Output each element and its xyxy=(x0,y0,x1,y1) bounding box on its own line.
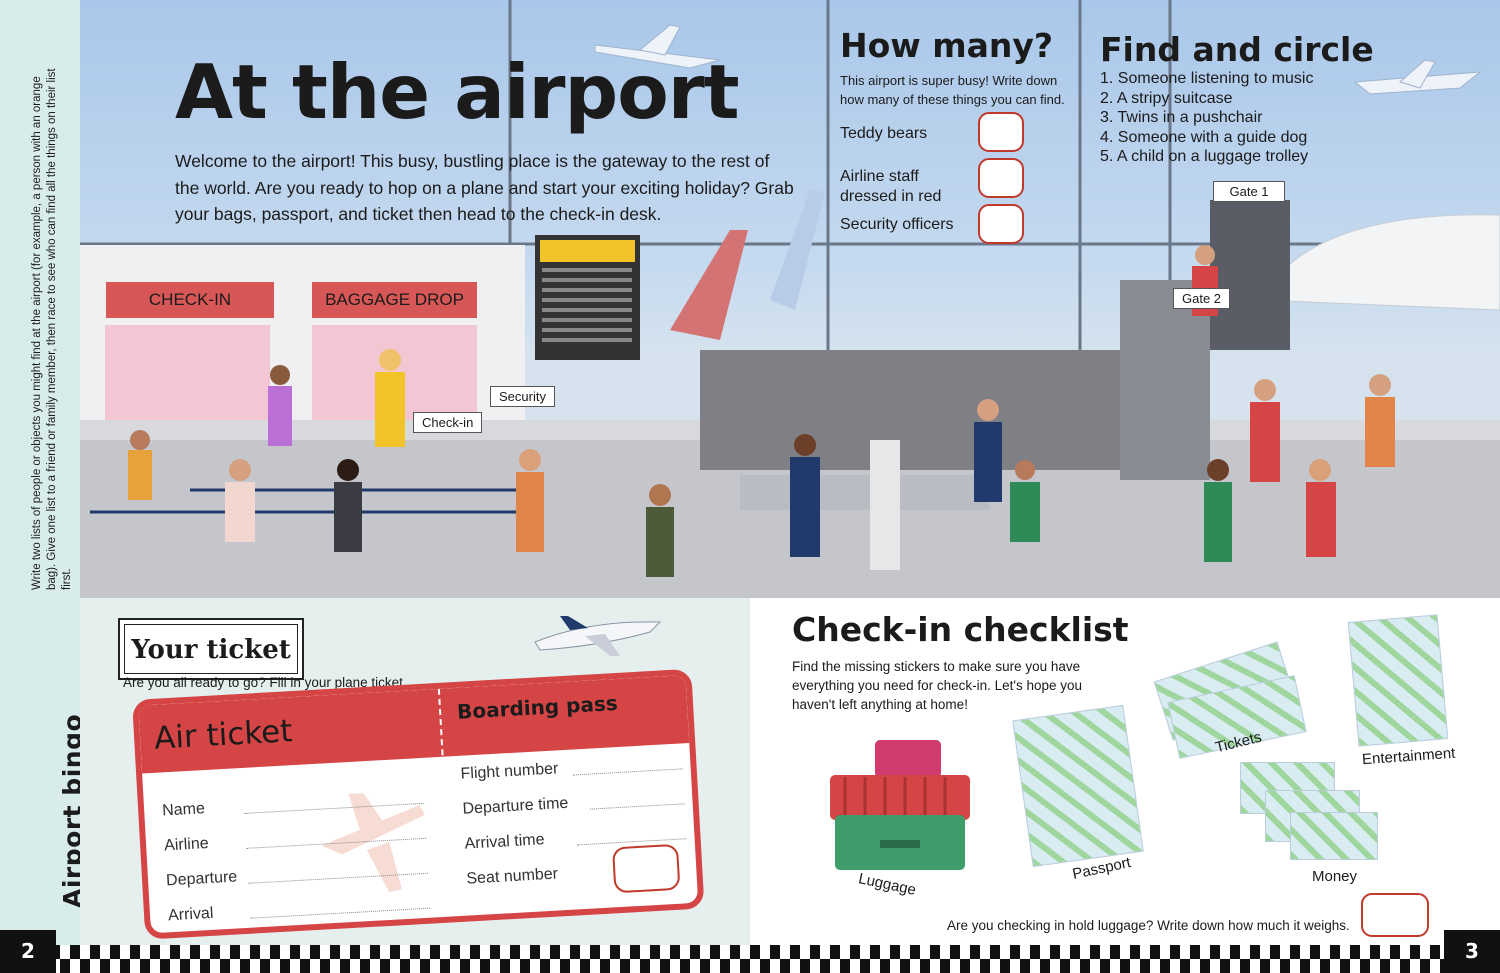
luggage-weight-question: Are you checking in hold luggage? Write … xyxy=(947,918,1350,933)
find-and-circle-title: Find and circle xyxy=(1100,30,1374,69)
list-item: 4. Someone with a guide dog xyxy=(1100,128,1308,146)
check-in-sign: CHECK-IN xyxy=(106,282,274,318)
scene-illustration xyxy=(80,0,1500,598)
page-number-right: 3 xyxy=(1444,930,1500,973)
how-many-intro: This airport is super busy! Write down h… xyxy=(840,73,1065,107)
page-number-left: 2 xyxy=(0,930,56,973)
your-ticket-stamp: Your ticket xyxy=(118,618,304,680)
find-and-circle-list: 1. Someone listening to music 2. A strip… xyxy=(1100,69,1313,167)
checklist-intro: Find the missing stickers to make sure y… xyxy=(792,659,1083,712)
flight-number-input[interactable] xyxy=(572,768,683,776)
passport-sticker[interactable] xyxy=(1012,704,1144,868)
ticket-intro: Are you all ready to go? Fill in your pl… xyxy=(123,675,407,690)
departure-time-label: Departure time xyxy=(462,794,569,818)
ticket-body: Air ticket Boarding pass Name Airline De… xyxy=(132,668,705,940)
gate-2-sign: Gate 2 xyxy=(1173,288,1231,309)
list-item: 2. A stripy suitcase xyxy=(1100,89,1233,107)
security-officers-answer-box[interactable] xyxy=(978,204,1024,244)
check-in-tag: Check-in xyxy=(413,412,483,433)
airliner-icon xyxy=(534,616,662,656)
luggage-icon xyxy=(830,740,970,870)
air-ticket: Air ticket Boarding pass Name Airline De… xyxy=(132,668,705,940)
money-label: Money xyxy=(1312,868,1358,885)
arrival-input[interactable] xyxy=(250,907,431,919)
list-item: 3. Twins in a pushchair xyxy=(1100,109,1263,127)
air-ticket-title: Air ticket xyxy=(153,713,294,757)
intro-text: Welcome to the airport! This busy, bustl… xyxy=(175,151,794,224)
seat-number-box[interactable] xyxy=(611,843,681,894)
seat-number-label: Seat number xyxy=(466,865,559,888)
departure-time-input[interactable] xyxy=(589,803,685,810)
checklist-title: Check-in checklist xyxy=(792,610,1129,649)
sidebar-instructions: Write two lists of people or objects you… xyxy=(31,68,73,590)
luggage-weight-box[interactable] xyxy=(1361,893,1429,937)
arrival-field-label: Arrival xyxy=(167,904,214,925)
your-ticket-title: Your ticket xyxy=(124,624,298,674)
airline-field-label: Airline xyxy=(163,834,210,855)
entertainment-label: Entertainment xyxy=(1361,744,1456,769)
money-sticker-3[interactable] xyxy=(1290,812,1378,860)
checkered-footer-top xyxy=(0,945,1500,959)
airline-staff-label: Airline staff dressed in red xyxy=(840,168,942,205)
baggage-drop-sign: BAGGAGE DROP xyxy=(312,282,477,318)
how-many-title: How many? xyxy=(840,26,1054,65)
sidebar xyxy=(0,0,80,945)
airline-staff-answer-box[interactable] xyxy=(978,158,1024,198)
flight-number-label: Flight number xyxy=(460,760,559,783)
people-crowd xyxy=(128,245,1395,577)
list-item: 5. A child on a luggage trolley xyxy=(1100,148,1309,166)
arrival-time-label: Arrival time xyxy=(464,831,545,853)
airport-scene: At the airport Welcome to the airport! T… xyxy=(80,0,1500,598)
security-officers-label: Security officers xyxy=(840,216,954,233)
security-tag: Security xyxy=(490,386,555,407)
list-item: 1. Someone listening to music xyxy=(1100,70,1314,87)
sky-plane-icon xyxy=(594,24,721,69)
teddy-bears-label: Teddy bears xyxy=(840,125,928,142)
name-field-label: Name xyxy=(161,800,206,820)
entertainment-sticker[interactable] xyxy=(1347,614,1449,747)
page-title: At the airport xyxy=(175,48,740,136)
departure-field-label: Departure xyxy=(165,868,238,890)
sky-plane-2-icon xyxy=(1353,59,1482,95)
plane-watermark-icon xyxy=(321,793,425,892)
teddy-bears-answer-box[interactable] xyxy=(978,112,1024,152)
gate-1-sign: Gate 1 xyxy=(1213,181,1285,202)
